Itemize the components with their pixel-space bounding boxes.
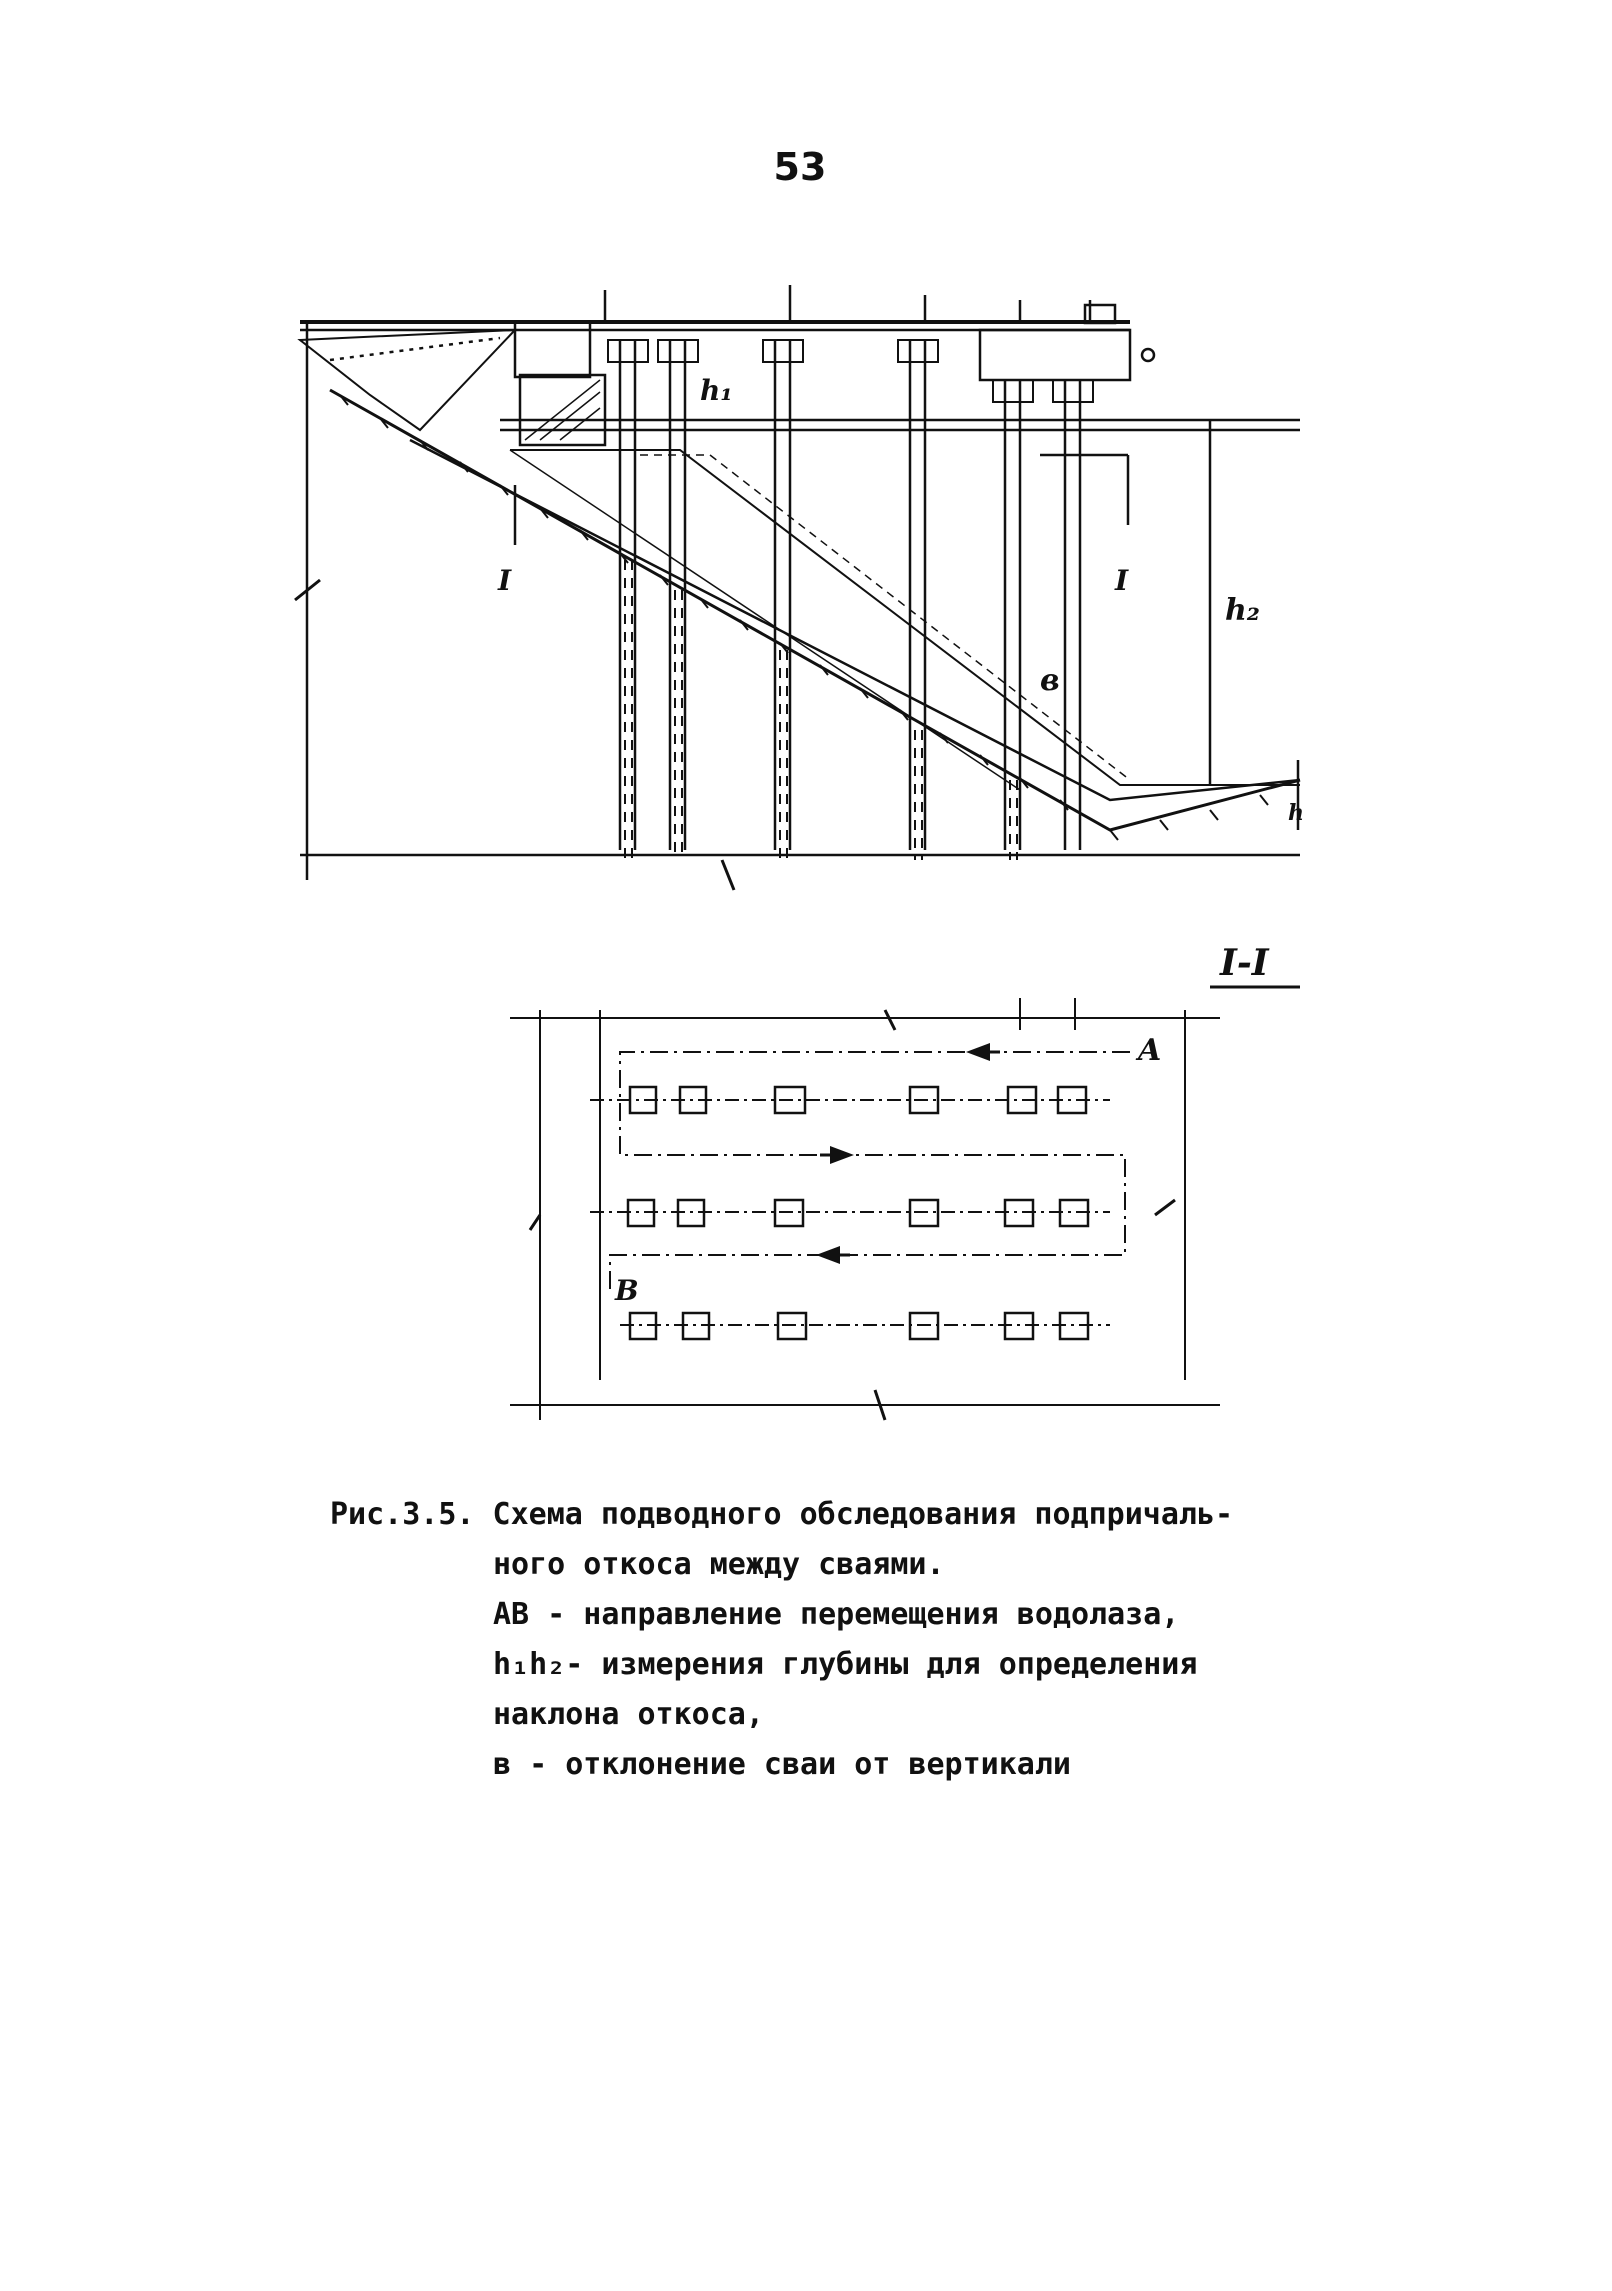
legend-key: h₁h₂ — [493, 1647, 566, 1682]
depth-h1-label: h₁ — [700, 374, 733, 407]
legend-item: h₁h₂- измерения глубины для определения — [330, 1640, 1330, 1690]
section-mark-left: I — [497, 564, 512, 597]
legend-key: AB — [493, 1597, 530, 1632]
caption-title: Рис.3.5. Схема подводного обследования п… — [330, 1497, 1234, 1532]
pier-cross-section — [294, 285, 1301, 891]
diver-path-plan — [510, 998, 1220, 1421]
point-a-label: A — [1135, 1033, 1161, 1068]
depth-h-label: h — [1288, 800, 1304, 826]
depth-h2-label: h₂ — [1225, 593, 1260, 628]
legend-text: наклона откоса, — [493, 1697, 764, 1732]
legend-item: наклона откоса, — [330, 1690, 1330, 1740]
section-title: I-I — [1219, 942, 1270, 984]
legend-text: - измерения глубины для определения — [565, 1647, 1198, 1682]
pile-deviation-label: в — [1040, 663, 1060, 698]
section-mark-right: I — [1114, 564, 1129, 597]
legend-text: - направление перемещения водолаза, — [529, 1597, 1180, 1632]
legend-item: в - отклонение сваи от вертикали — [330, 1740, 1330, 1790]
point-b-label: B — [614, 1274, 639, 1307]
figure-caption: Рис.3.5. Схема подводного обследования п… — [330, 1490, 1330, 1790]
page-number: 53 — [773, 145, 827, 189]
legend-item: AB - направление перемещения водолаза, — [330, 1590, 1330, 1640]
legend-text: - отклонение сваи от вертикали — [511, 1747, 1071, 1782]
caption-title-cont: ного откоса между сваями. — [493, 1547, 945, 1582]
legend-key: в — [493, 1747, 512, 1782]
